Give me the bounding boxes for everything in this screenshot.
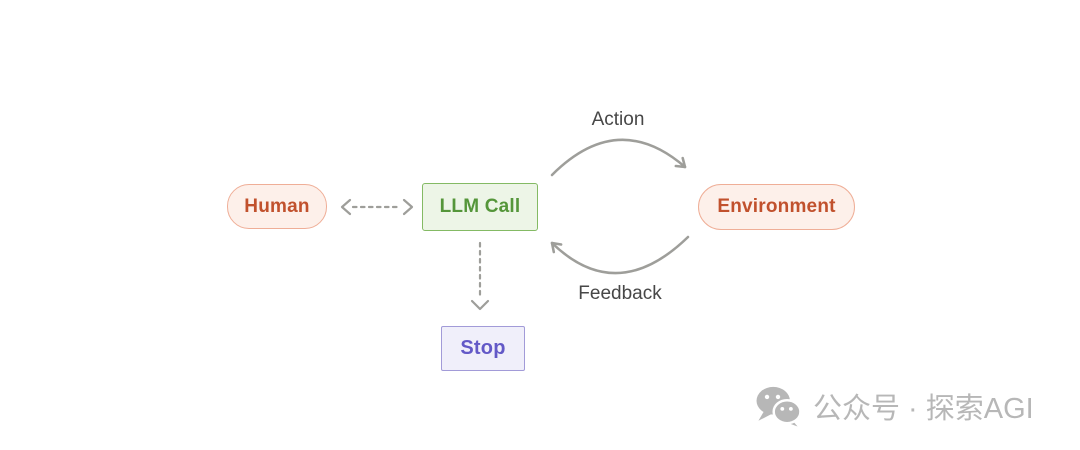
- watermark: 公众号 · 探索AGI: [754, 383, 1034, 429]
- node-environment: Environment: [698, 184, 855, 230]
- feedback-arc-arrow: [550, 235, 690, 275]
- edge-label-action: Action: [591, 109, 645, 130]
- node-environment-label: Environment: [717, 196, 836, 217]
- human-llm-dashed-arrow: [340, 198, 414, 216]
- edge-label-feedback: Feedback: [578, 283, 662, 304]
- node-llm-call: LLM Call: [422, 183, 538, 231]
- action-arc-arrow: [550, 138, 687, 177]
- node-stop: Stop: [441, 326, 525, 371]
- wechat-icon: [756, 386, 802, 427]
- node-human-label: Human: [244, 195, 310, 217]
- node-stop-label: Stop: [460, 337, 506, 359]
- watermark-text: 公众号 · 探索AGI: [813, 393, 1034, 425]
- node-human: Human: [227, 184, 327, 229]
- node-llm-call-label: LLM Call: [439, 196, 521, 217]
- llm-stop-dashed-arrow: [470, 241, 490, 311]
